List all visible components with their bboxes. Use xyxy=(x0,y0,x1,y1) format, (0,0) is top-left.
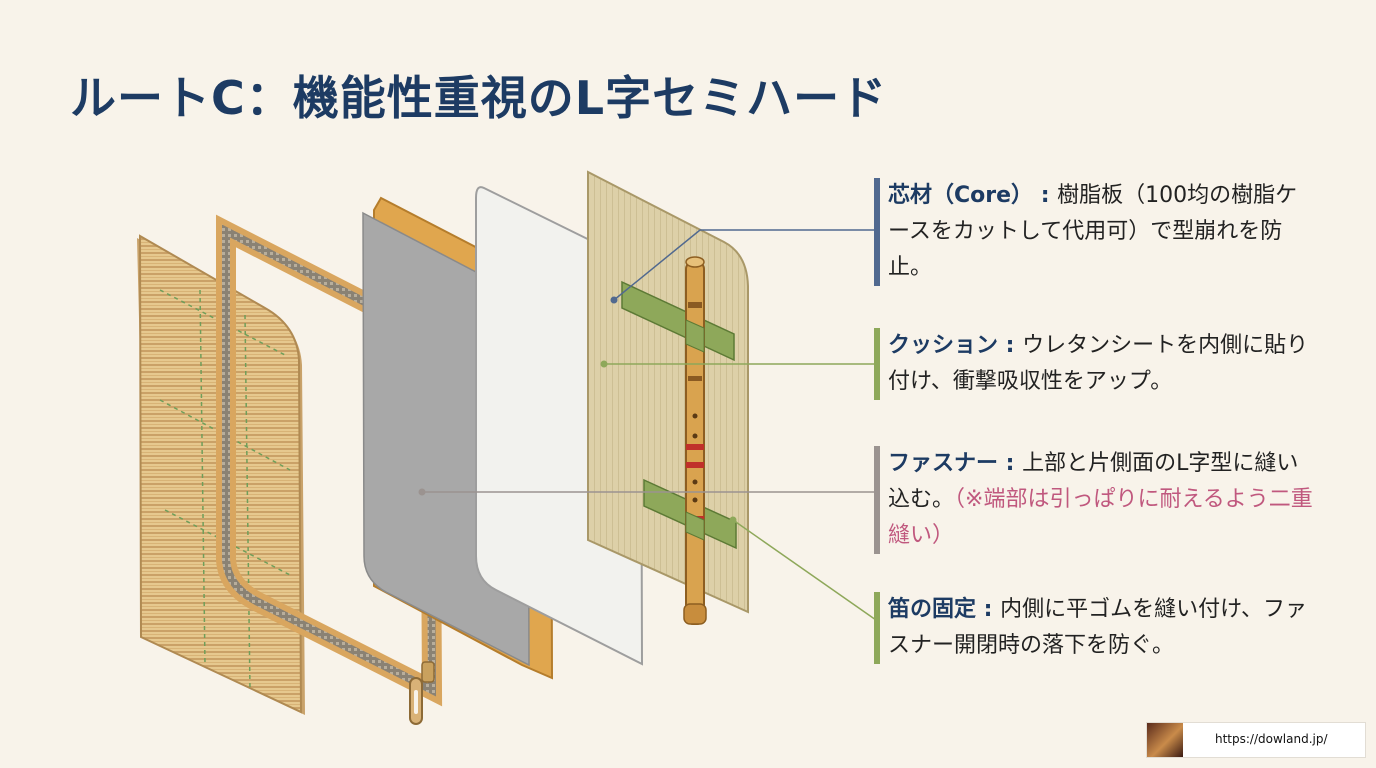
callout-fixing-text: 笛の固定 : 内側に平ゴムを縫い付け、ファスナー開閉時の落下を防ぐ。 xyxy=(888,592,1314,664)
page-title: ルートC：機能性重視のL字セミハード xyxy=(70,71,888,125)
callout-core-separator: : xyxy=(1033,183,1058,208)
callout-fixing-body: 内側に平ゴムを縫い付け、ファスナー開閉時の落下を防ぐ。 xyxy=(888,597,1308,658)
strap-over-flute-upper xyxy=(685,319,705,353)
callout-cushion-bar xyxy=(874,328,880,400)
callout-cushion-text: クッション : ウレタンシートを内側に貼り付け、衝撃吸収性をアップ。 xyxy=(888,328,1314,400)
callout-cushion: クッション : ウレタンシートを内側に貼り付け、衝撃吸収性をアップ。 xyxy=(874,328,1314,400)
watermark-thumbnail xyxy=(1147,723,1183,757)
callout-zipper-note: （※端部は引っぱりに耐えるよう二重縫い） xyxy=(888,487,1313,548)
strap-over-flute-lower xyxy=(685,511,705,541)
leader-line-fixing xyxy=(729,516,877,621)
callout-zipper-text: ファスナー : 上部と片側面のL字型に縫い込む。（※端部は引っぱりに耐えるよう二… xyxy=(888,446,1314,554)
flute-icon xyxy=(683,256,707,625)
callout-zipper-heading: ファスナー xyxy=(888,451,999,476)
callout-core-body: 樹脂板（100均の樹脂ケースをカットして代用可）で型崩れを防止。 xyxy=(888,183,1298,280)
callout-fixing-separator: : xyxy=(976,597,1001,622)
callout-cushion-heading: クッション xyxy=(888,333,999,358)
callout-fixing-bar xyxy=(874,592,880,664)
callout-cushion-body: ウレタンシートを内側に貼り付け、衝撃吸収性をアップ。 xyxy=(888,333,1309,394)
watermark-badge[interactable]: https://dowland.jp/ xyxy=(1146,722,1366,758)
callout-core-text: 芯材（Core） : 樹脂板（100均の樹脂ケースをカットして代用可）で型崩れを… xyxy=(888,178,1314,286)
callout-zipper: ファスナー : 上部と片側面のL字型に縫い込む。（※端部は引っぱりに耐えるよう二… xyxy=(874,446,1314,554)
leader-line-core xyxy=(610,229,876,304)
callout-zipper-bar xyxy=(874,446,880,554)
zipper-pull-icon xyxy=(409,661,435,725)
callout-fixing-heading: 笛の固定 xyxy=(888,597,977,622)
watermark-url[interactable]: https://dowland.jp/ xyxy=(1215,732,1328,746)
callout-core: 芯材（Core） : 樹脂板（100均の樹脂ケースをカットして代用可）で型崩れを… xyxy=(874,178,1314,286)
callout-cushion-separator: : xyxy=(998,333,1023,358)
leader-line-zipper xyxy=(418,488,876,496)
callout-zipper-body: 上部と片側面のL字型に縫い込む。 xyxy=(888,451,1299,512)
callout-zipper-separator: : xyxy=(998,451,1023,476)
callout-fixing: 笛の固定 : 内側に平ゴムを縫い付け、ファスナー開閉時の落下を防ぐ。 xyxy=(874,592,1314,664)
inner-back-panel xyxy=(587,170,749,614)
leader-line-cushion xyxy=(600,360,876,368)
callout-core-heading: 芯材（Core） xyxy=(888,183,1034,208)
callout-core-bar xyxy=(874,178,880,286)
